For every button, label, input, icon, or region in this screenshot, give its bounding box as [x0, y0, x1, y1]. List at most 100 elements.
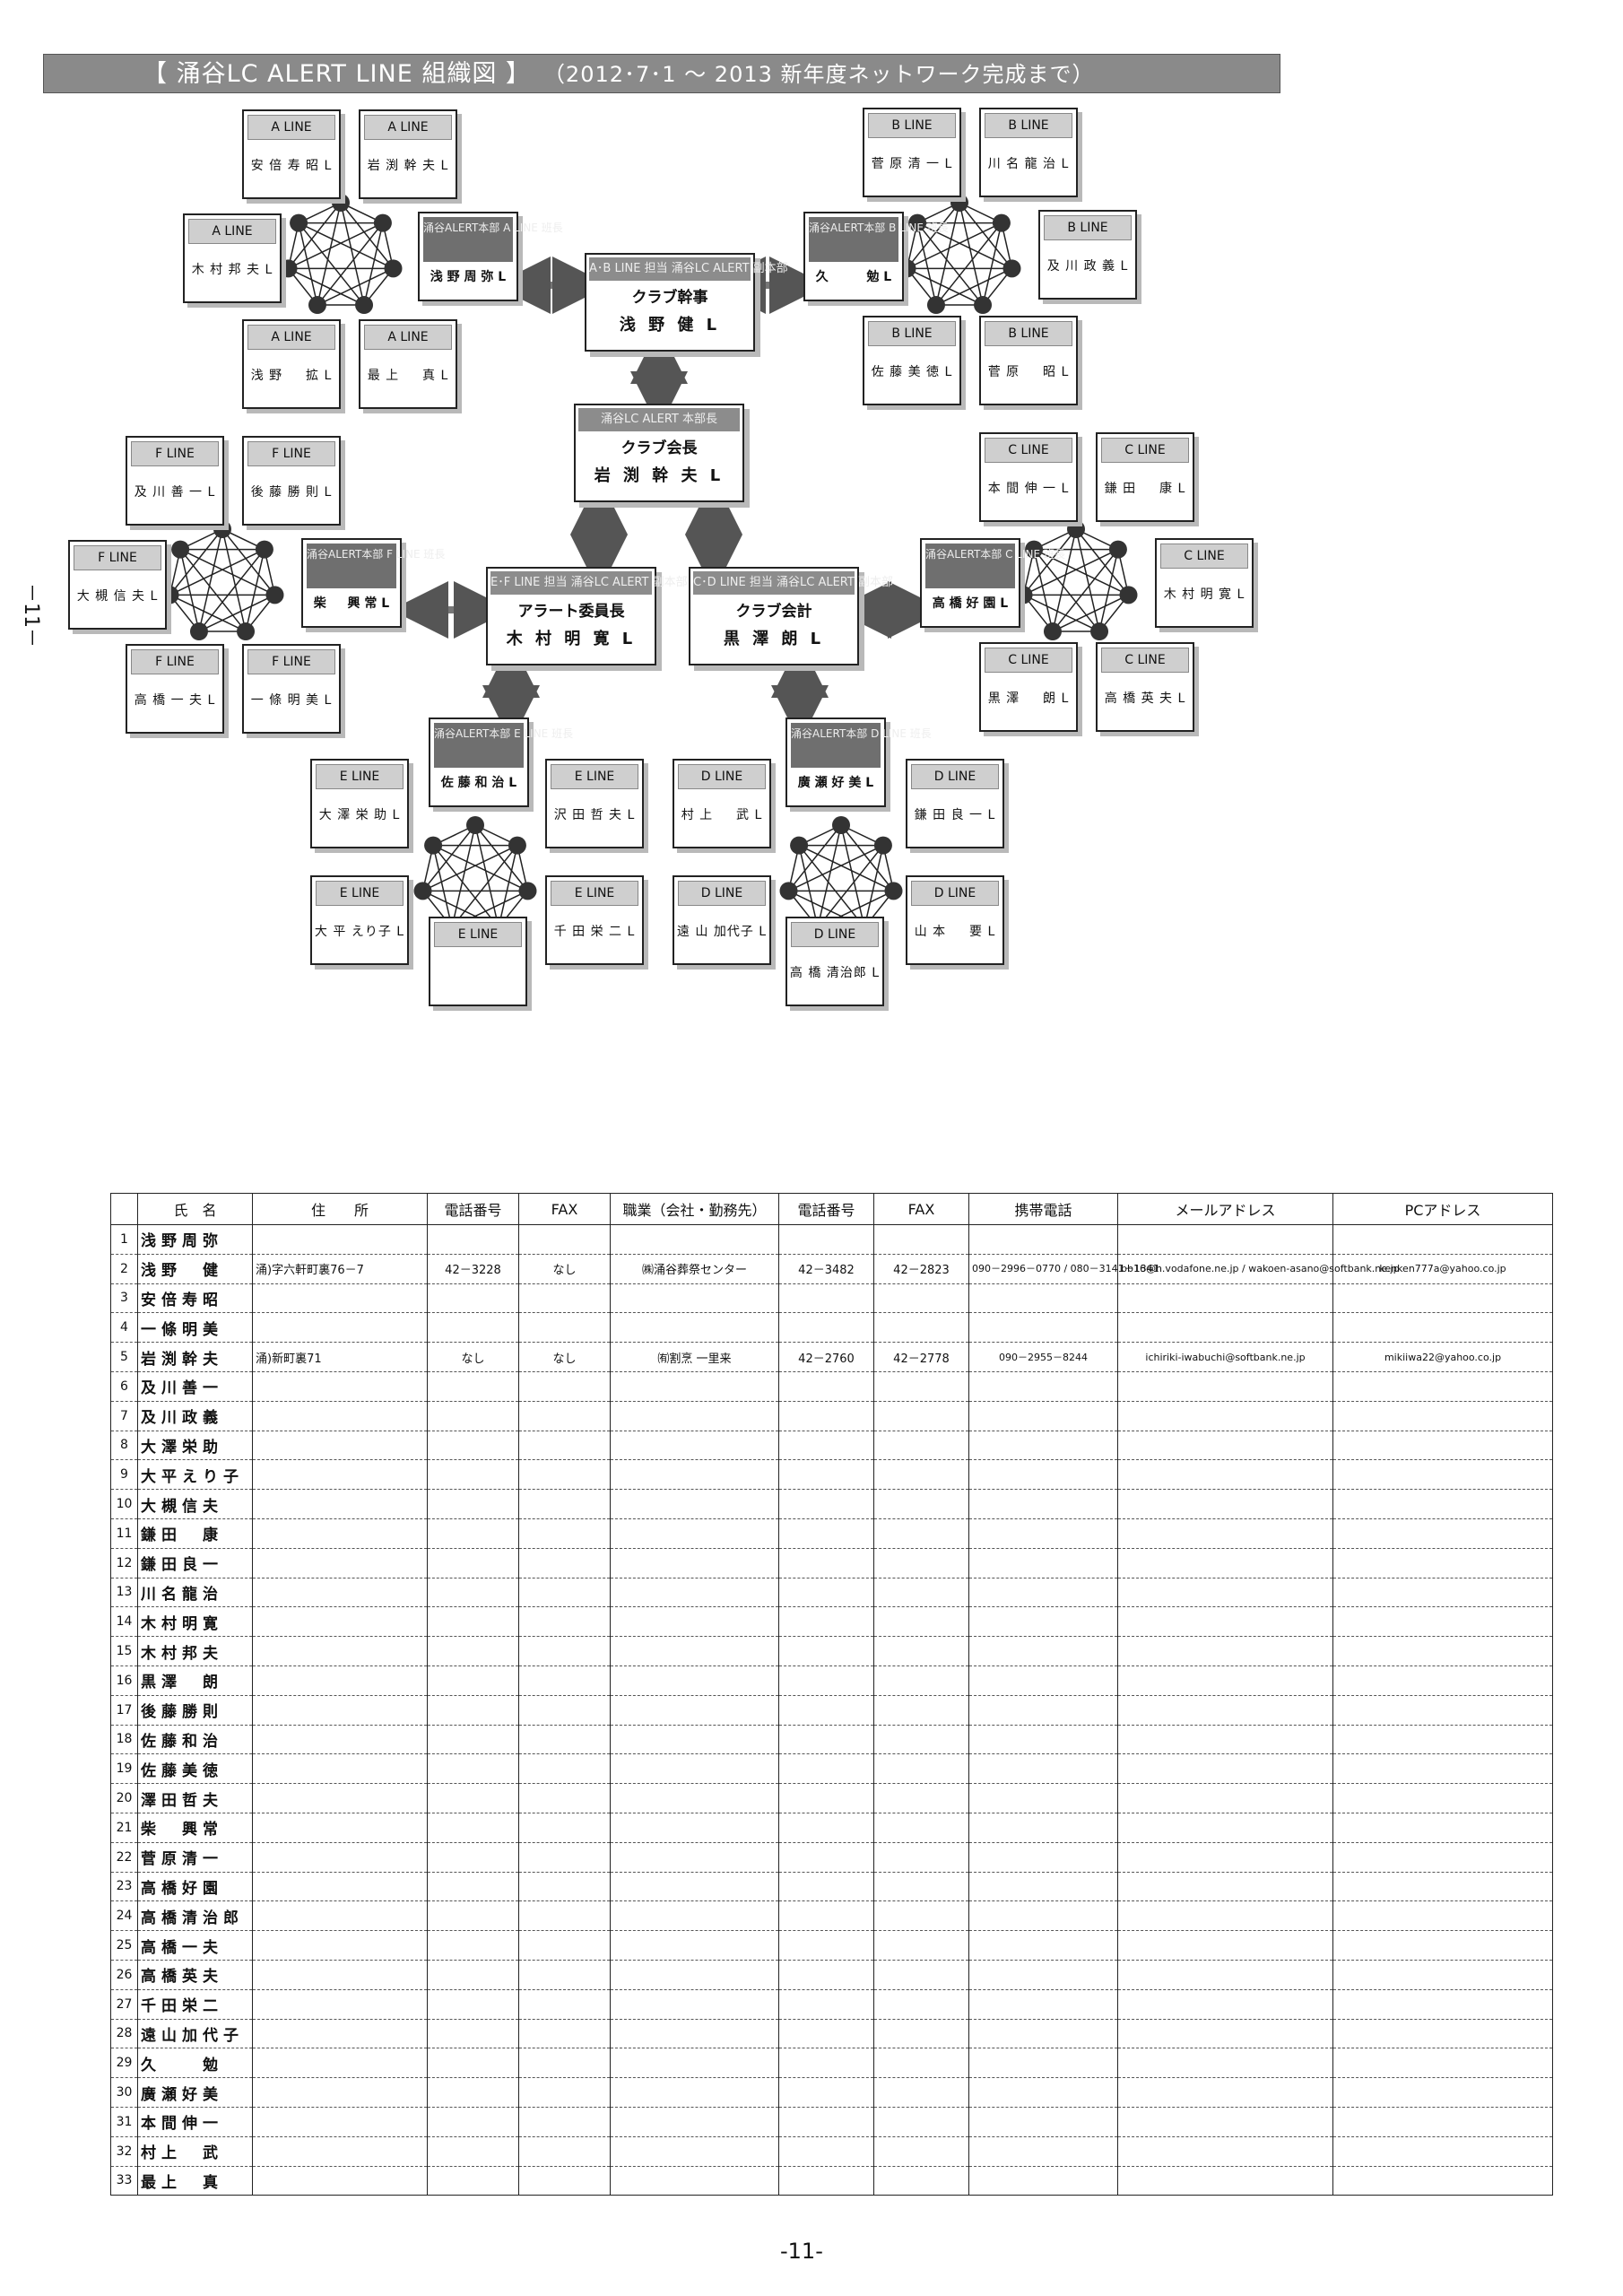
cell-pc: kenken777a@yahoo.co.jp — [1332, 1254, 1553, 1284]
column-header: 電話番号 — [427, 1193, 519, 1225]
cell-mail — [1117, 1578, 1333, 1608]
member-name: 千 田 栄 二 L — [553, 925, 636, 939]
cell-tel — [427, 2136, 519, 2167]
member-line: F LINE — [247, 649, 335, 674]
cell-name: 木村邦夫 — [137, 1636, 253, 1666]
cell-mobile — [968, 2107, 1118, 2137]
cell-addr — [252, 1813, 428, 1843]
officer-role: アラート委員長 — [517, 603, 625, 621]
member-name: 安 倍 寿 昭 L — [250, 159, 333, 173]
cell-addr — [252, 1989, 428, 2020]
cell-job — [610, 1725, 779, 1755]
cell-job — [610, 1578, 779, 1608]
cell-no: 31 — [110, 2107, 138, 2137]
column-header: FAX — [873, 1193, 969, 1225]
cell-name: 及川政義 — [137, 1401, 253, 1431]
cell-pc — [1332, 1578, 1553, 1608]
member-name: 大 槻 信 夫 L — [76, 589, 159, 604]
cell-tel — [427, 1371, 519, 1402]
cell-no: 20 — [110, 1783, 138, 1813]
cell-name: 浅野周弥 — [137, 1224, 253, 1255]
cell-name: 村上 武 — [137, 2136, 253, 2167]
cell-wfax — [873, 1431, 969, 1461]
member-name: 一 條 明 美 L — [250, 693, 333, 708]
cell-wtel — [778, 1813, 874, 1843]
cell-mobile — [968, 1459, 1118, 1491]
cell-tel — [427, 1459, 519, 1491]
cell-wtel — [778, 1872, 874, 1902]
cell-mail — [1117, 1960, 1333, 1990]
member-name: 及 川 政 義 L — [1046, 259, 1129, 274]
cell-pc — [1332, 2166, 1553, 2196]
cell-job — [610, 1813, 779, 1843]
cell-name: 大澤栄助 — [137, 1431, 253, 1461]
cell-fax — [518, 1930, 611, 1961]
cell-mail — [1117, 1548, 1333, 1578]
cell-job: ㈱涌谷葬祭センター — [610, 1254, 779, 1284]
member-line: B LINE — [985, 321, 1072, 346]
cell-wfax: 42－2778 — [873, 1342, 969, 1372]
cell-wfax — [873, 1224, 969, 1255]
cell-mail — [1117, 1725, 1333, 1755]
cell-mobile — [968, 1753, 1118, 1785]
officer-role: クラブ会計 — [735, 603, 812, 621]
line-b-leader: 涌谷ALERT本部 B LINE 班長久 勉 L — [803, 212, 949, 301]
cell-name: 廣瀬好美 — [137, 2077, 253, 2108]
cell-name: 岩渕幹夫 — [137, 1342, 253, 1372]
line-f-member: F LINE 大 槻 信 夫 L — [68, 540, 167, 630]
cell-fax — [518, 1636, 611, 1666]
cell-no: 22 — [110, 1842, 138, 1873]
cell-fax — [518, 1371, 611, 1402]
leader-name: 久 勉 L — [815, 270, 892, 284]
cell-pc — [1332, 1548, 1553, 1578]
cell-no: 17 — [110, 1695, 138, 1726]
member-line: F LINE — [74, 545, 161, 570]
cell-mobile — [968, 1872, 1118, 1902]
cell-name: 遠山加代子 — [137, 2019, 253, 2049]
cell-pc — [1332, 1459, 1553, 1491]
member-line: A LINE — [247, 115, 335, 140]
cell-mobile — [968, 1665, 1118, 1696]
cell-addr — [252, 1283, 428, 1314]
cell-addr — [252, 1636, 428, 1666]
cell-mobile — [968, 1930, 1118, 1961]
cell-name: 鎌田 康 — [137, 1518, 253, 1549]
cell-mobile — [968, 1636, 1118, 1666]
line-d-leader: 涌谷ALERT本部 D LINE 班長廣 瀬 好 美 L — [785, 718, 932, 807]
cell-wtel — [778, 1431, 874, 1461]
cell-fax: なし — [518, 1342, 611, 1372]
cell-pc — [1332, 1695, 1553, 1726]
cell-mobile — [968, 1842, 1118, 1873]
cell-name: 安倍寿昭 — [137, 1283, 253, 1314]
cell-no: 5 — [110, 1342, 138, 1372]
cell-wtel — [778, 2077, 874, 2108]
cell-fax — [518, 1431, 611, 1461]
cell-fax — [518, 2107, 611, 2137]
cell-pc — [1332, 2136, 1553, 2167]
line-f-leader: 涌谷ALERT本部 F LINE 班長柴 興 常 L — [301, 538, 445, 628]
cell-mobile — [968, 1900, 1118, 1932]
officer-president: 涌谷LC ALERT 本部長 クラブ会長 岩 渕 幹 夫 L — [574, 404, 744, 502]
cell-mail — [1117, 1842, 1333, 1873]
cell-pc — [1332, 1371, 1553, 1402]
leader-name: 浅 野 周 弥 L — [430, 270, 507, 284]
cell-fax — [518, 1900, 611, 1932]
cell-mobile — [968, 1371, 1118, 1402]
officer-name: 岩 渕 幹 夫 L — [594, 466, 725, 485]
cell-wfax — [873, 1283, 969, 1314]
